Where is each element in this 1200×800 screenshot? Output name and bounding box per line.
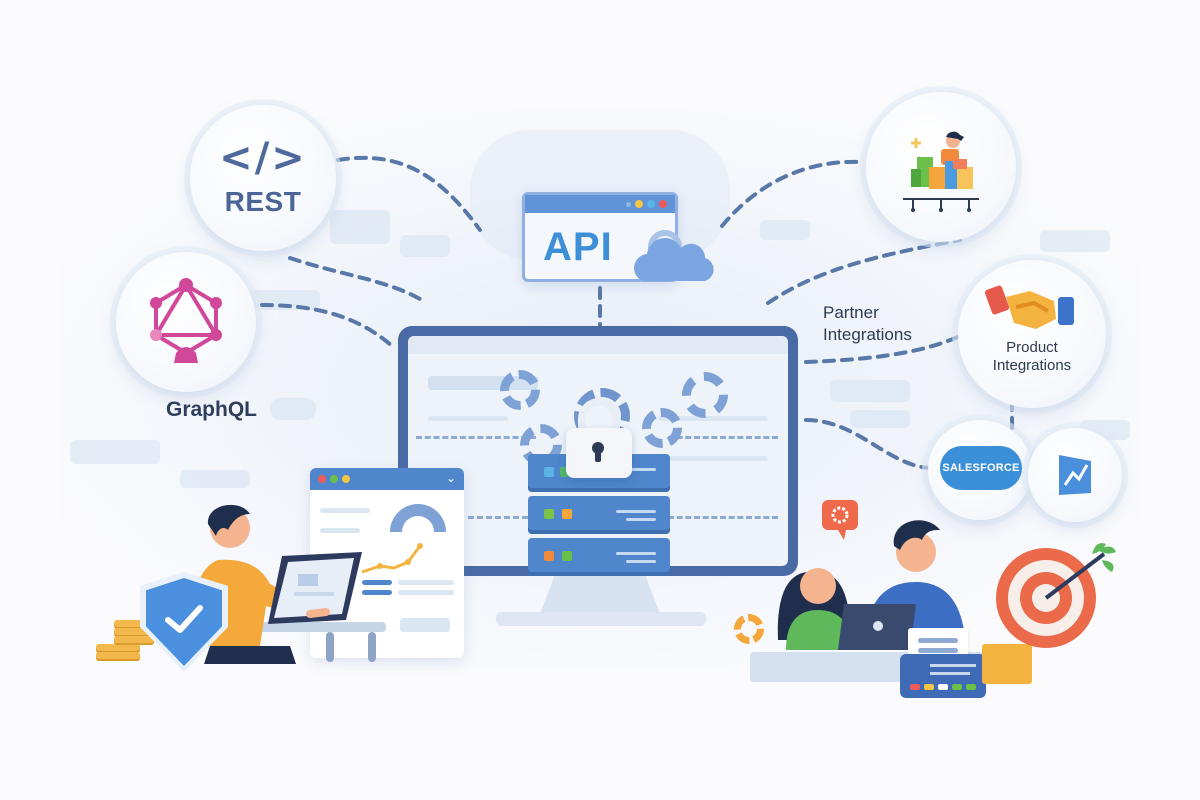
graphql-logo-icon: [150, 278, 222, 363]
chat-bubble-icon: [270, 398, 316, 420]
checkmark-icon: [165, 605, 203, 633]
coin: [114, 628, 154, 637]
server-led: [562, 509, 572, 519]
bg-ghost-bar: [760, 220, 810, 240]
gear-icon: [500, 370, 540, 410]
server-led: [544, 509, 554, 519]
product-label-line2: Integrations: [992, 357, 1072, 374]
person-building-blocks-icon: [903, 131, 979, 212]
arrow-icon: [1044, 543, 1116, 600]
padlock-shackle: [578, 398, 620, 438]
bg-ghost-bar: [1040, 230, 1110, 252]
window-dot-yellow: [635, 200, 643, 208]
coin: [114, 620, 154, 629]
salesforce-cloud-icon: SALESFORCE: [940, 446, 1022, 490]
desk: [250, 622, 386, 632]
desk-leg: [368, 632, 376, 662]
product-integrations-label: Product Integrations: [993, 339, 1071, 375]
server-led: [544, 551, 554, 561]
product-integrations-node[interactable]: Product Integrations: [958, 260, 1106, 408]
trend-chart-icon: [1059, 455, 1091, 495]
partner-integrations-label: Partner Integrations: [823, 302, 943, 346]
window-dot-red: [318, 475, 326, 483]
gear-icon: [642, 408, 682, 448]
partner-label-line1: Partner: [823, 303, 879, 322]
bg-ghost-bar: [400, 235, 450, 257]
cloud-lock-icon: [634, 230, 714, 281]
coin: [114, 636, 154, 645]
server-led: [544, 467, 554, 477]
coin-stack-icon: [96, 644, 140, 653]
api-window-titlebar: [525, 195, 675, 213]
window-dot-yellow: [342, 475, 350, 483]
server-led: [562, 551, 572, 561]
window-dot-blue: [647, 200, 655, 208]
keyhole-stem: [595, 450, 601, 462]
bg-ghost-window: [330, 210, 390, 244]
payment-terminal-icon: [900, 654, 986, 698]
graphql-node[interactable]: [116, 252, 256, 392]
line-chart-icon: [361, 543, 423, 574]
data-builder-node[interactable]: [866, 92, 1016, 242]
server-unit: [528, 496, 670, 534]
gear-icon: [682, 372, 728, 418]
dashboard-titlebar: ⌄: [310, 468, 464, 490]
gauge-icon: [390, 504, 446, 532]
window-dot: [626, 201, 631, 207]
bg-ghost-bar: [850, 410, 910, 428]
bg-ghost-bar: [250, 290, 320, 310]
chevron-down-icon[interactable]: ⌄: [445, 471, 456, 485]
coin: [96, 652, 140, 661]
monitor-neck: [540, 576, 660, 614]
analytics-node[interactable]: [1028, 428, 1122, 522]
window-dot-green: [330, 475, 338, 483]
api-label: API: [543, 225, 613, 269]
rest-label: REST: [224, 186, 302, 217]
bg-ghost-bar: [830, 380, 910, 402]
monitor-titlebar: [408, 336, 788, 354]
product-label-line1: Product: [1006, 339, 1058, 356]
server-unit: [528, 538, 670, 576]
partner-label-line2: Integrations: [823, 325, 912, 344]
window-dot-red: [659, 200, 667, 208]
gear-icon: [734, 614, 764, 644]
server-led: [560, 467, 570, 477]
salesforce-label: SALESFORCE: [942, 462, 1020, 474]
folder-icon: [982, 644, 1032, 684]
api-window[interactable]: API: [522, 192, 714, 282]
rest-node[interactable]: </> REST: [190, 105, 336, 251]
graphql-label: GraphQL: [166, 398, 258, 421]
bg-ghost-bar: [180, 470, 250, 488]
desk-leg: [326, 632, 334, 662]
bg-ghost-bar: [70, 440, 160, 464]
code-brackets-icon: </>: [219, 135, 307, 181]
monitor-base: [496, 612, 706, 626]
handshake-icon: [984, 285, 1074, 329]
